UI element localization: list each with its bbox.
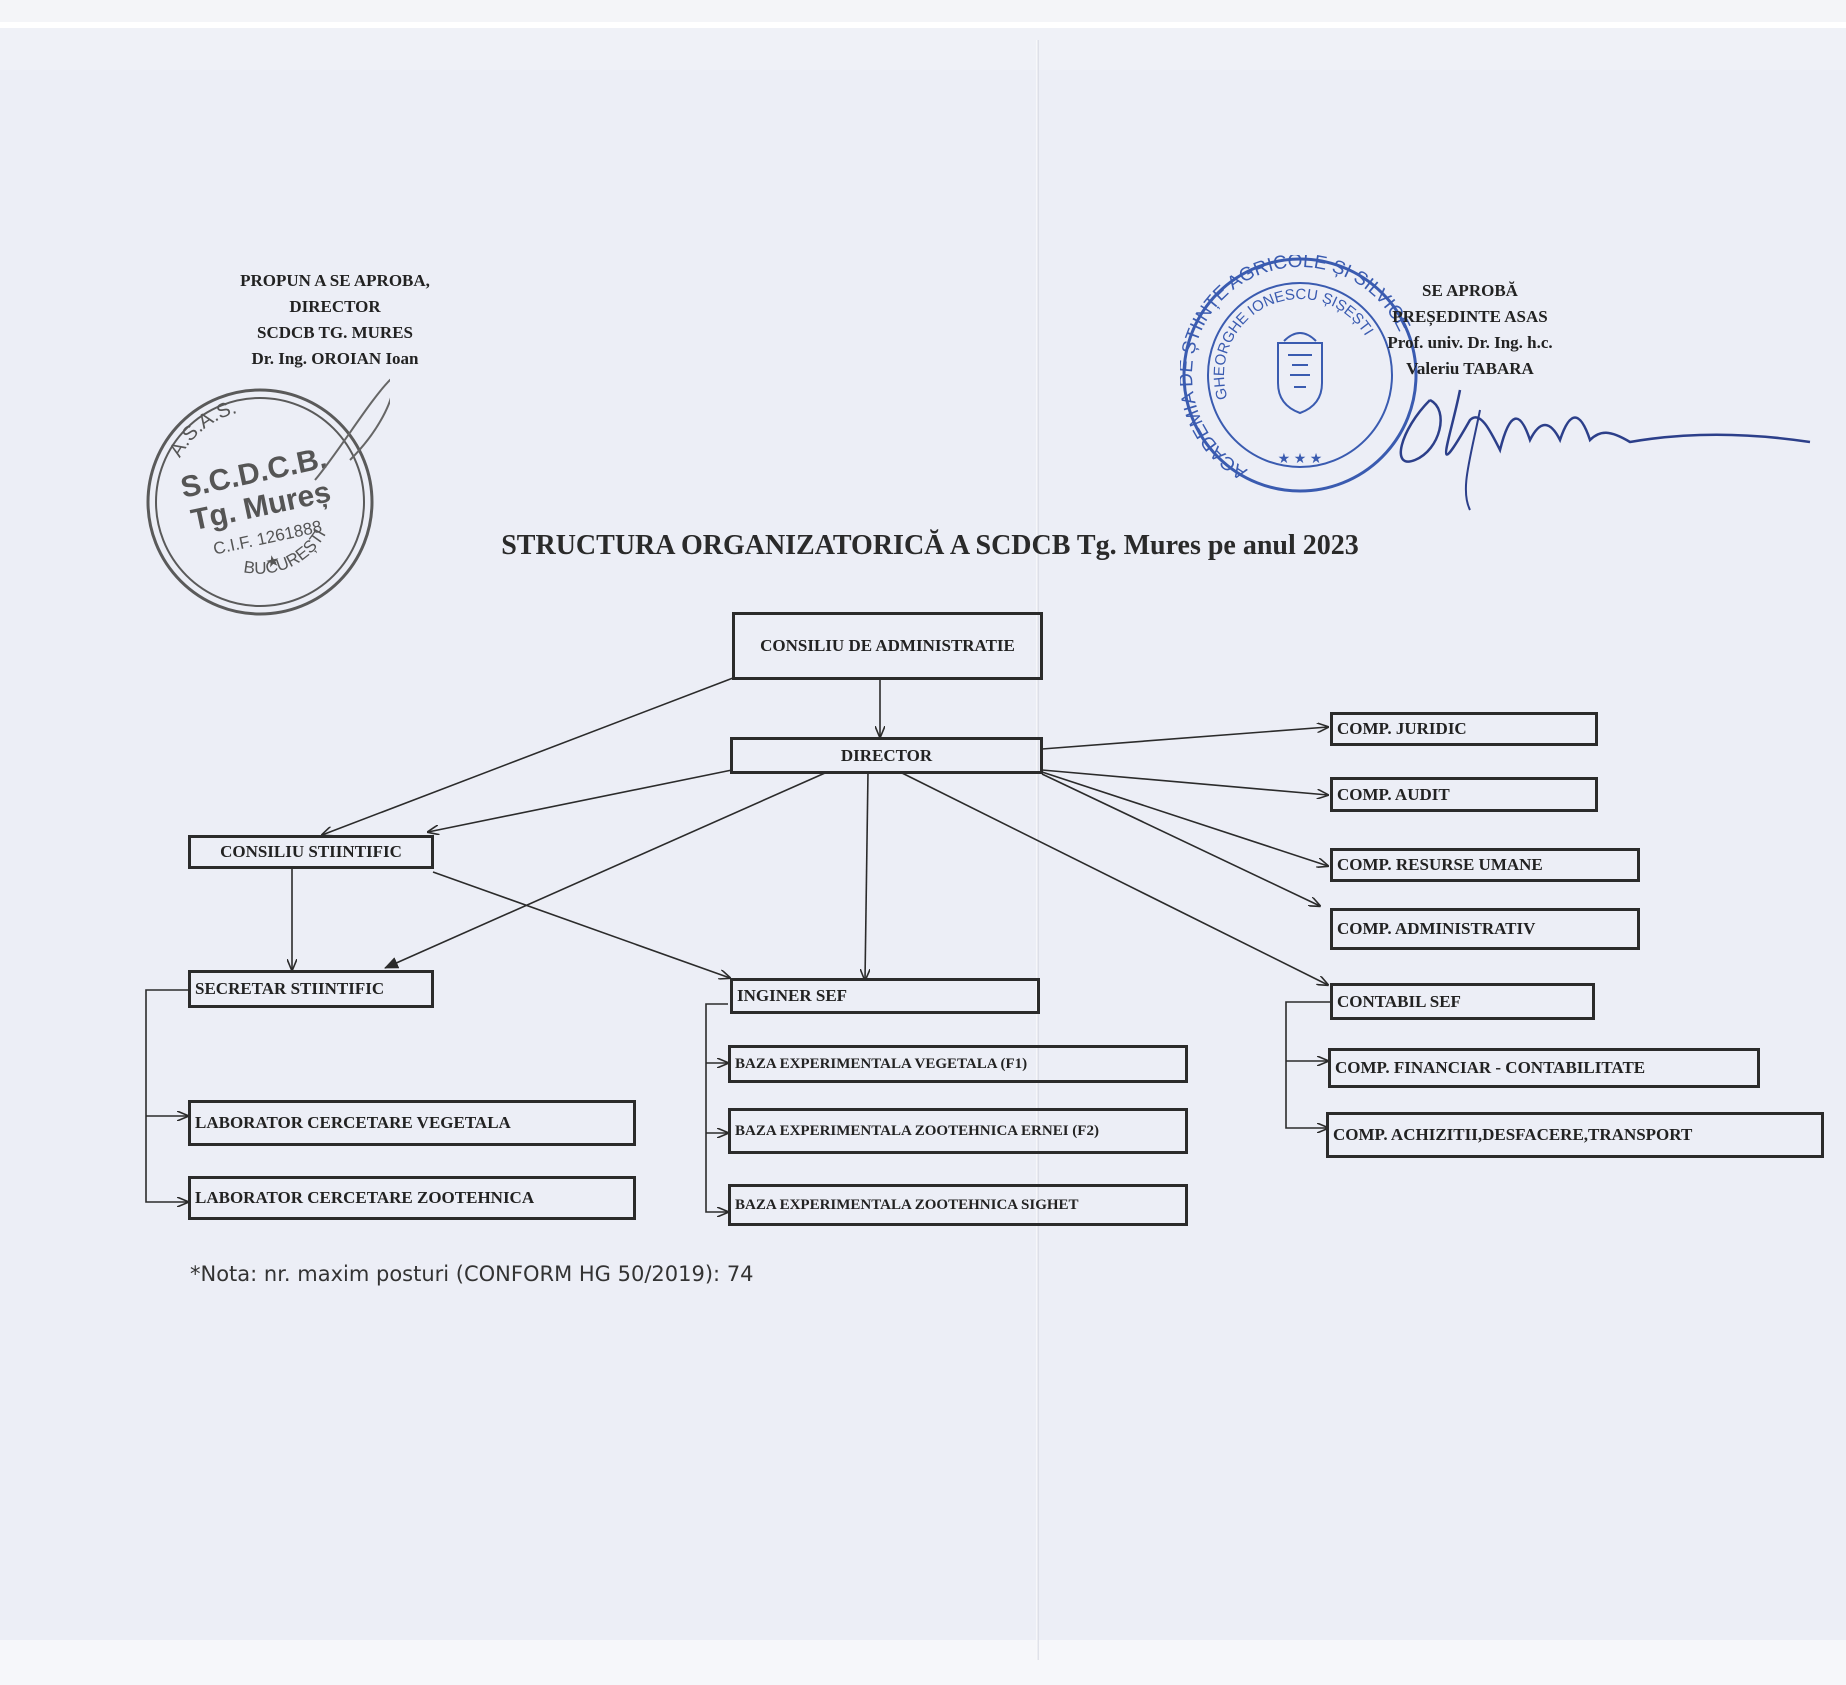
node-comp-juridic: COMP. JURIDIC	[1330, 712, 1598, 746]
node-label: COMP. RESURSE UMANE	[1337, 855, 1543, 874]
stamp-left: A.S.A.S. S.C.D.C.B. Tg. Mureș C.I.F. 126…	[146, 378, 390, 616]
approval-right-line4: Valeriu TABARA	[1406, 359, 1534, 378]
node-inginer-sef: INGINER SEF	[730, 978, 1040, 1014]
node-label: BAZA EXPERIMENTALA ZOOTEHNICA SIGHET	[735, 1196, 1079, 1213]
node-label: INGINER SEF	[737, 986, 848, 1005]
node-consiliu-stiintific: CONSILIU STIINTIFIC	[188, 835, 434, 869]
coat-of-arms-icon	[1277, 332, 1323, 415]
approval-right-line1: SE APROBĂ	[1422, 281, 1518, 300]
approval-left-line4: Dr. Ing. OROIAN Ioan	[251, 349, 419, 368]
node-director: DIRECTOR	[730, 737, 1043, 774]
page-fold	[1036, 40, 1039, 1660]
node-label: COMP. FINANCIAR - CONTABILITATE	[1335, 1058, 1646, 1077]
node-label: LABORATOR CERCETARE ZOOTEHNICA	[195, 1188, 535, 1207]
node-comp-financiar: COMP. FINANCIAR - CONTABILITATE	[1328, 1048, 1760, 1088]
node-baza-vegetala: BAZA EXPERIMENTALA VEGETALA (F1)	[728, 1045, 1188, 1083]
node-comp-administrativ: COMP. ADMINISTRATIV	[1330, 908, 1640, 950]
node-baza-ernei: BAZA EXPERIMENTALA ZOOTEHNICA ERNEI (F2)	[728, 1108, 1188, 1154]
approval-left-line2: DIRECTOR	[289, 297, 381, 316]
node-label: COMP. JURIDIC	[1337, 719, 1467, 738]
approval-left: PROPUN A SE APROBA, DIRECTOR SCDCB TG. M…	[170, 268, 500, 372]
node-comp-achizitii: COMP. ACHIZITII,DESFACERE,TRANSPORT	[1326, 1112, 1824, 1158]
node-label: DIRECTOR	[840, 745, 933, 765]
node-label: BAZA EXPERIMENTALA VEGETALA (F1)	[735, 1055, 1028, 1072]
node-consiliu-administratie: CONSILIU DE ADMINISTRATIE	[732, 612, 1043, 680]
approval-right-line2: PREȘEDINTE ASAS	[1392, 307, 1548, 326]
stamp-right-stars: ★ ★ ★	[1278, 452, 1323, 467]
approval-left-line1: PROPUN A SE APROBA,	[240, 271, 430, 290]
node-label: COMP. ADMINISTRATIV	[1337, 919, 1536, 938]
node-label: CONTABIL SEF	[1337, 991, 1461, 1011]
node-lab-zootehnica: LABORATOR CERCETARE ZOOTEHNICA	[188, 1176, 636, 1220]
node-label: SECRETAR STIINTIFIC	[195, 979, 385, 998]
node-label: BAZA EXPERIMENTALA ZOOTEHNICA ERNEI (F2)	[735, 1122, 1099, 1139]
node-baza-sighet: BAZA EXPERIMENTALA ZOOTEHNICA SIGHET	[728, 1184, 1188, 1226]
left-signature-mark	[314, 378, 390, 481]
node-label: COMP. AUDIT	[1337, 784, 1450, 804]
signature	[1399, 389, 1811, 511]
node-label: COMP. ACHIZITII,DESFACERE,TRANSPORT	[1333, 1125, 1693, 1144]
approval-right-line3: Prof. univ. Dr. Ing. h.c.	[1387, 333, 1553, 352]
stamp-star: ★	[264, 552, 282, 572]
node-lab-vegetala: LABORATOR CERCETARE VEGETALA	[188, 1100, 636, 1146]
page-title: STRUCTURA ORGANIZATORICĂ A SCDCB Tg. Mur…	[501, 530, 1359, 561]
footnote: *Nota: nr. maxim posturi (CONFORM HG 50/…	[190, 1262, 754, 1286]
node-label: LABORATOR CERCETARE VEGETALA	[195, 1113, 511, 1132]
stamp-right: ACADEMIA DE ȘTIINȚE AGRICOLE ȘI SILVICE …	[1180, 255, 1418, 493]
node-contabil-sef: CONTABIL SEF	[1330, 983, 1595, 1020]
node-comp-audit: COMP. AUDIT	[1330, 777, 1598, 812]
node-label: CONSILIU DE ADMINISTRATIE	[760, 636, 1015, 655]
node-secretar-stiintific: SECRETAR STIINTIFIC	[188, 970, 434, 1008]
node-comp-resurse-umane: COMP. RESURSE UMANE	[1330, 848, 1640, 882]
approval-left-line3: SCDCB TG. MURES	[256, 323, 414, 342]
approval-right: SE APROBĂ PREȘEDINTE ASAS Prof. univ. Dr…	[1320, 278, 1620, 382]
node-label: CONSILIU STIINTIFIC	[220, 842, 402, 861]
